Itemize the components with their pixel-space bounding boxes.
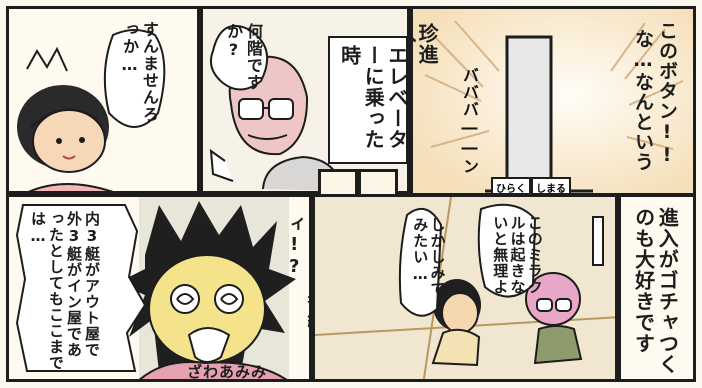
shocked-man-illustration: [15, 197, 296, 379]
panel-title-chinshinnyu: 珍進入!!!: [413, 23, 439, 119]
speech-text-kono-button: このボタン!!: [656, 21, 678, 167]
panel-bottom-middle: このミラクルは起きないと無理よ しかしみてみたい…: [312, 194, 618, 382]
sfx-zawaa: ざわあみみ: [187, 363, 268, 381]
speech-bubble-shikashi: しかしみてみたい…: [411, 217, 447, 297]
elevator-scene-illustration: [315, 197, 615, 379]
door-close-button[interactable]: しまる: [531, 177, 571, 193]
elevator-burst-background: [413, 9, 693, 193]
speech-text-nantoiu: な…なんという: [632, 29, 654, 172]
speech-bubble-nankai: 何階ですか?: [224, 23, 263, 91]
speech-bubble-out-in: 内3艇がアウト屋で外3艇がイン屋であったとしてもここまでは…: [29, 211, 101, 371]
panel-bottom-right: 進入がゴチャつくのも大好きです: [618, 194, 696, 382]
panel-bottom-left: 内3艇がアウト屋で外3艇がイン屋であったとしてもここまでは… どういう番組ィ!?…: [6, 194, 312, 382]
panel-top-left: すんませんろっか…: [6, 6, 200, 194]
woman-face-illustration: [17, 29, 166, 191]
panel-top-middle: 何階ですか? エレベーターに乗った時: [200, 6, 410, 194]
shout-dou-iu: どういう番組ィ!?: [283, 215, 309, 329]
caption-shinnyu-daisuki: 進入がゴチャつくのも大好きです: [631, 207, 680, 375]
speech-bubble-rokka: すんませんろっか…: [120, 21, 159, 123]
caption-elevator: エレベーターに乗った時: [337, 45, 409, 150]
sfx-babababan: バババ――ン: [460, 67, 479, 175]
door-open-button[interactable]: ひらく: [491, 177, 531, 193]
panel-top-right: 珍進入!!! このボタン!! な…なんという バババ――ン 6 5 4 3 2 …: [410, 6, 696, 196]
speech-bubble-miracle: このミラクルは起きないと無理よ: [491, 215, 544, 295]
